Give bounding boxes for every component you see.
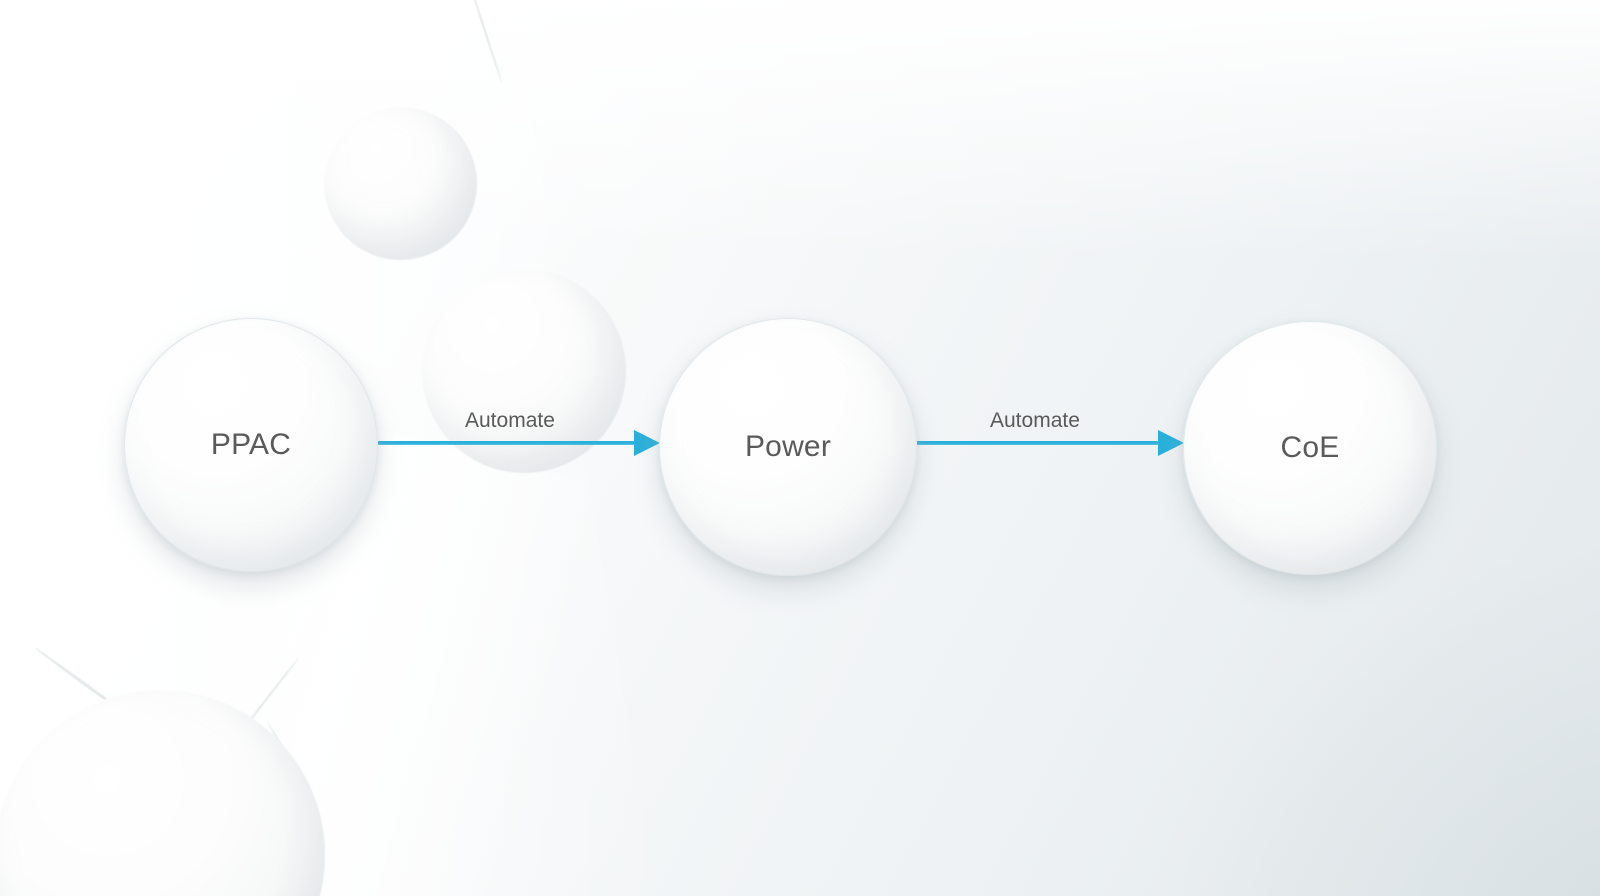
node-ppac[interactable]: PPAC xyxy=(124,318,378,572)
arrowhead-icon xyxy=(634,430,660,456)
connector-label: Automate xyxy=(465,409,555,432)
node-label: PPAC xyxy=(210,428,292,461)
connector-line xyxy=(378,441,634,445)
connector-label: Automate xyxy=(990,409,1080,432)
decorative-sphere-middle xyxy=(422,269,626,473)
node-label: Power xyxy=(744,430,832,463)
node-power[interactable]: Power xyxy=(659,318,917,576)
node-coe[interactable]: CoE xyxy=(1183,321,1437,575)
node-label: CoE xyxy=(1280,431,1340,464)
connector-line xyxy=(912,441,1158,445)
decorative-sphere-top xyxy=(323,106,477,260)
arrowhead-icon xyxy=(1158,430,1184,456)
